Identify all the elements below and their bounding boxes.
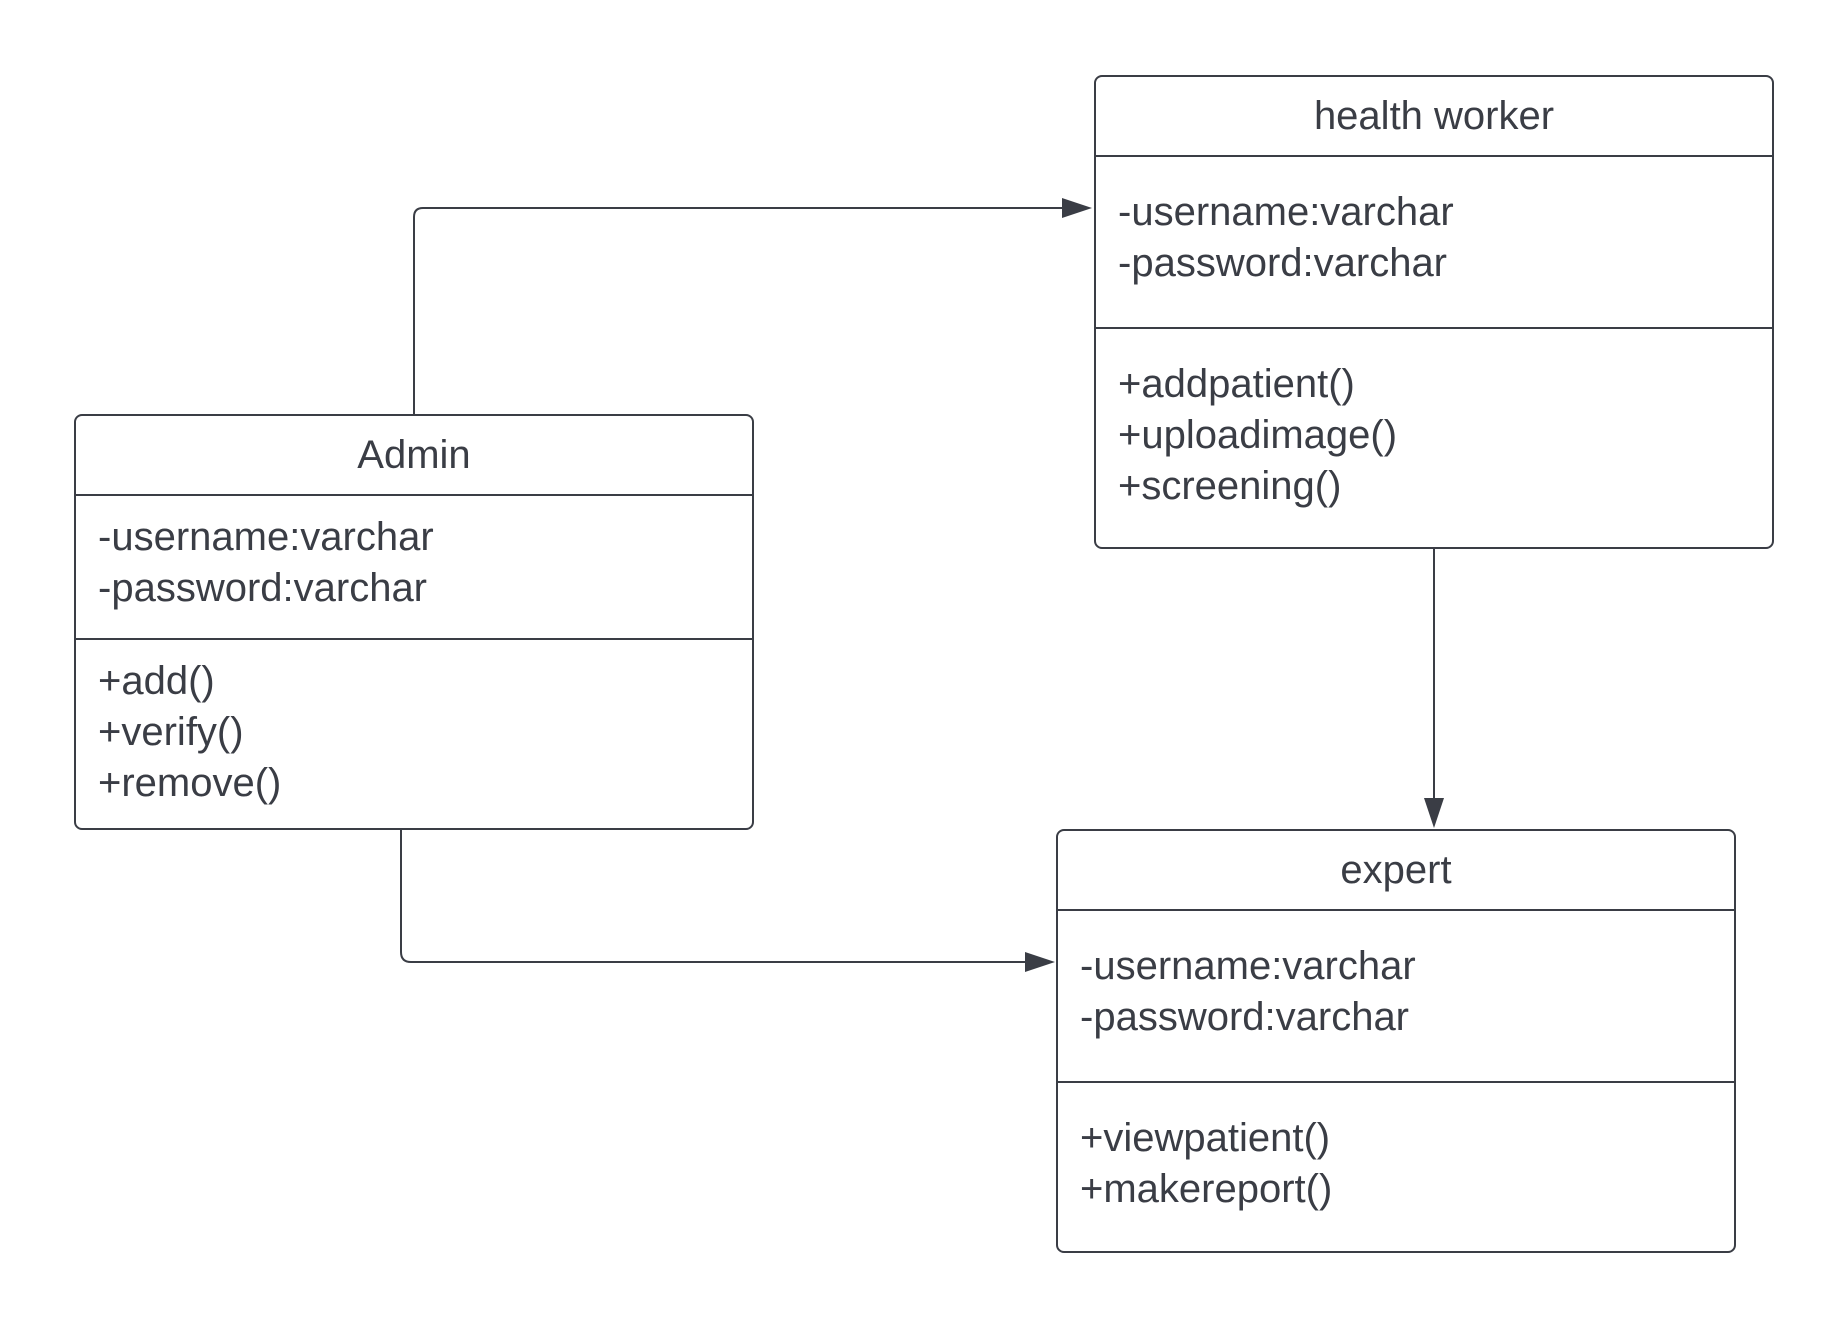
attribute: -username:varchar	[98, 515, 434, 559]
method: +makereport()	[1080, 1167, 1333, 1211]
attributes-section: -username:varchar -password:varchar	[76, 496, 752, 640]
methods-section: +viewpatient() +makereport()	[1058, 1083, 1734, 1215]
arrowhead-to-health-worker	[1062, 198, 1092, 218]
connector-admin-to-health-worker[interactable]	[413, 207, 1062, 414]
attribute: -password:varchar	[1080, 995, 1410, 1039]
attribute: -password:varchar	[1118, 241, 1448, 285]
class-name: expert	[1058, 831, 1734, 911]
method: +addpatient()	[1118, 362, 1355, 406]
method: +add()	[98, 659, 215, 703]
class-name: health worker	[1096, 77, 1772, 157]
arrowhead-to-expert-top	[1424, 798, 1444, 828]
method: +uploadimage()	[1118, 413, 1398, 457]
class-name: Admin	[76, 416, 752, 496]
class-expert[interactable]: expert -username:varchar -password:varch…	[1056, 829, 1736, 1253]
methods-section: +add() +verify() +remove()	[76, 640, 752, 809]
attribute: -password:varchar	[98, 566, 428, 610]
attribute: -username:varchar	[1118, 190, 1454, 234]
class-health-worker[interactable]: health worker -username:varchar -passwor…	[1094, 75, 1774, 549]
arrowhead-to-expert-left	[1025, 952, 1055, 972]
method: +viewpatient()	[1080, 1116, 1331, 1160]
methods-section: +addpatient() +uploadimage() +screening(…	[1096, 329, 1772, 512]
attributes-section: -username:varchar -password:varchar	[1096, 157, 1772, 329]
attributes-section: -username:varchar -password:varchar	[1058, 911, 1734, 1083]
method: +verify()	[98, 710, 244, 754]
connector-admin-to-expert[interactable]	[400, 830, 1025, 963]
class-admin[interactable]: Admin -username:varchar -password:varcha…	[74, 414, 754, 830]
attribute: -username:varchar	[1080, 944, 1416, 988]
method: +screening()	[1118, 464, 1342, 508]
method: +remove()	[98, 761, 282, 805]
